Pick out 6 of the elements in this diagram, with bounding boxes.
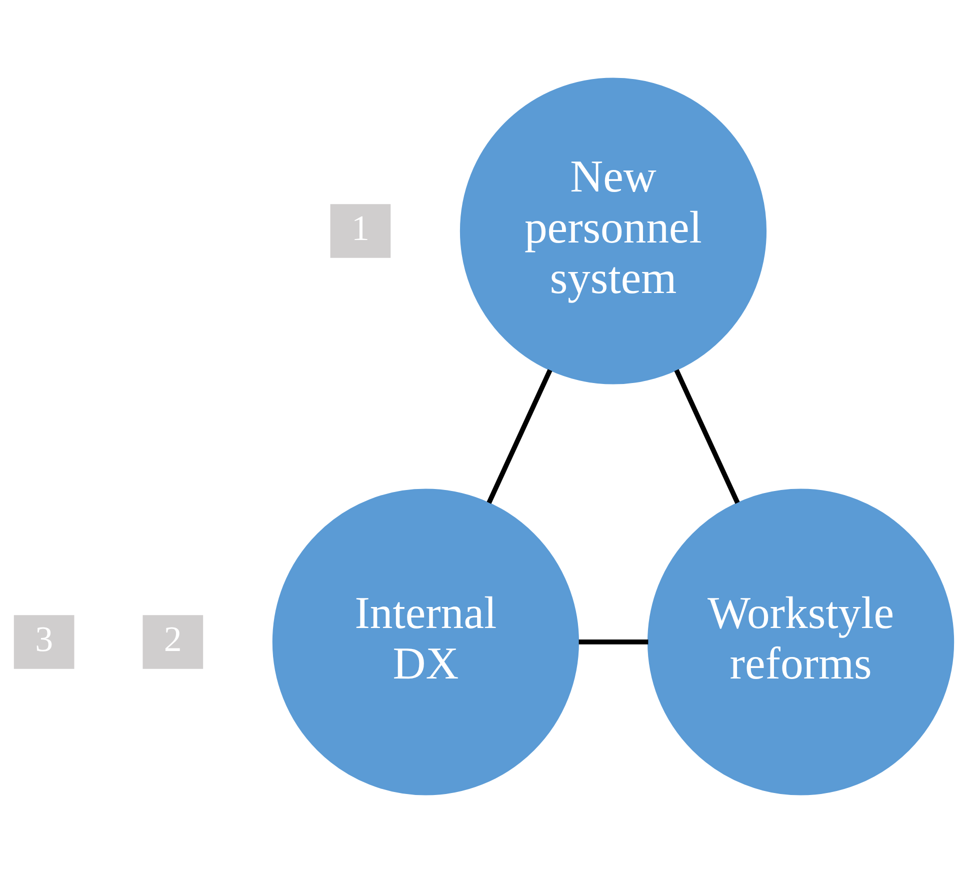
connector [674, 368, 740, 504]
connector [578, 639, 648, 644]
connector [486, 368, 552, 504]
node-circle: Internal DX [272, 488, 579, 795]
node-circle: Workstyle reforms [648, 488, 954, 795]
node-circle: New personnel system [460, 77, 767, 384]
